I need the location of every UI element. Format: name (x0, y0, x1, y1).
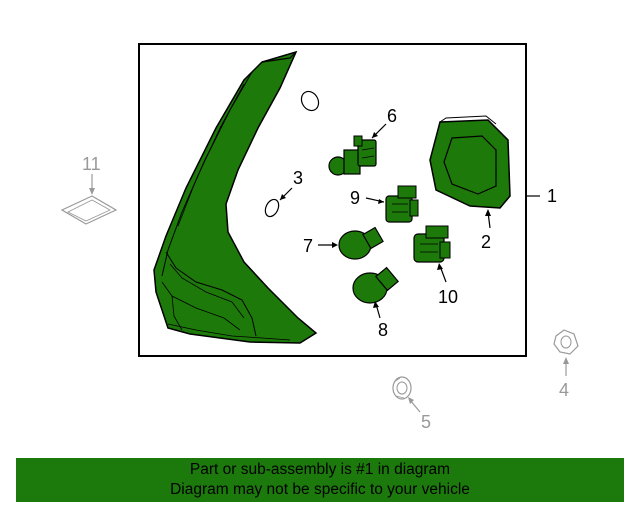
footer-line-1: Part or sub-assembly is #1 in diagram (189, 461, 451, 478)
callout-1[interactable]: 1 (547, 186, 557, 206)
callout-11[interactable]: 11 (82, 154, 101, 174)
tail-lamp-housing[interactable] (153, 50, 318, 344)
part-2-gasket[interactable] (429, 115, 511, 209)
callout-5[interactable]: 5 (421, 412, 431, 432)
callout-2[interactable]: 2 (481, 232, 491, 252)
callout-9[interactable]: 9 (350, 188, 360, 208)
part-7-bulb[interactable] (338, 226, 384, 260)
callout-4[interactable]: 4 (559, 380, 569, 400)
part-11-label[interactable] (60, 195, 118, 225)
part-8-bulb[interactable] (352, 266, 399, 304)
footer-notice: Part or sub-assembly is #1 in diagram Di… (16, 458, 624, 502)
part-3-ring[interactable] (263, 197, 281, 218)
callout-3[interactable]: 3 (293, 168, 303, 188)
part-5-grommet[interactable] (392, 376, 412, 400)
callout-10[interactable]: 10 (438, 287, 458, 307)
seal-ring[interactable] (298, 88, 322, 113)
footer-line-2: Diagram may not be specific to your vehi… (170, 481, 470, 498)
part-9-socket[interactable] (385, 185, 419, 223)
callout-6[interactable]: 6 (387, 106, 397, 126)
assembly-box (138, 43, 527, 357)
part-10-socket[interactable] (413, 225, 451, 263)
parts-diagram: 3 6 9 7 10 8 (60, 43, 579, 432)
part-6-socket[interactable] (328, 135, 377, 176)
part-4-nut[interactable] (553, 329, 579, 355)
callout-8[interactable]: 8 (378, 320, 388, 340)
callout-7[interactable]: 7 (303, 236, 313, 256)
